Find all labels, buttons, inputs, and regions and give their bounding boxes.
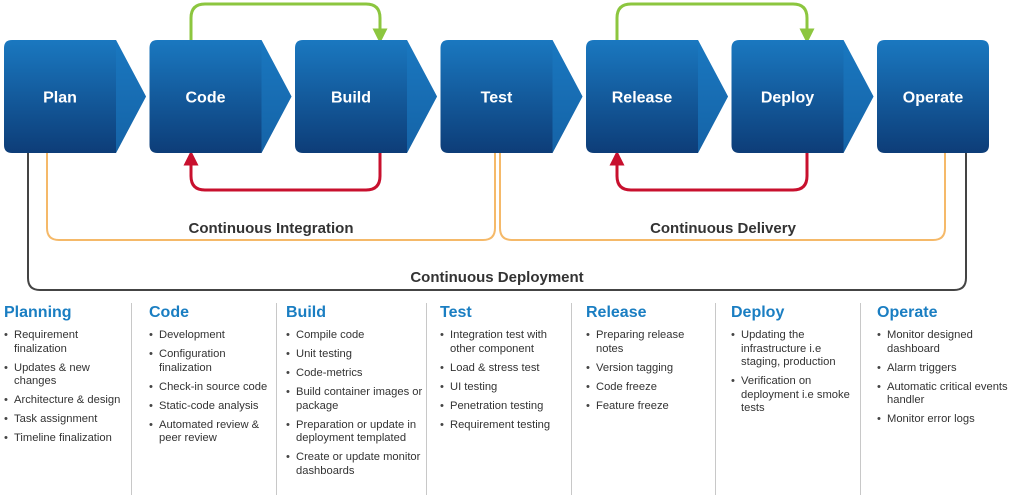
column-title: Operate (877, 304, 938, 321)
list-item: Compile code (286, 329, 424, 343)
column-items: Development Configuration finalization C… (149, 329, 274, 446)
column-title: Deploy (731, 304, 785, 321)
continuous-integration-label: Continuous Integration (189, 220, 354, 237)
stage-code: Code (149, 40, 292, 153)
list-item: Preparation or update in deployment temp… (286, 419, 424, 446)
list-item: Monitor designed dashboard (877, 329, 1022, 356)
column-title: Release (586, 304, 647, 321)
list-item: Verification on deployment i.e smoke tes… (731, 375, 859, 416)
column-title: Test (440, 304, 472, 321)
stage-arrow-tip (407, 40, 437, 153)
list-item: Penetration testing (440, 400, 569, 414)
list-item: Static-code analysis (149, 400, 274, 414)
stage-operate: Operate (877, 40, 989, 153)
list-item: Architecture & design (4, 394, 130, 408)
stage-label: Code (186, 90, 226, 107)
column-planning: Planning Requirement finalization Update… (0, 303, 130, 495)
stage-details: Planning Requirement finalization Update… (0, 303, 1024, 498)
release-deploy-forward-arrow (615, 2, 815, 44)
column-items: Compile code Unit testing Code-metrics B… (286, 329, 424, 478)
list-item: Integration test with other component (440, 329, 569, 356)
stage-plan: Plan (4, 40, 146, 153)
continuous-integration-bracket (46, 153, 496, 241)
stage-box (4, 40, 146, 153)
list-item: Code-metrics (286, 367, 424, 381)
stage-arrow-tip (843, 40, 874, 153)
list-item: Requirement testing (440, 419, 569, 433)
build-code-return-arrow (183, 150, 382, 192)
continuous-delivery-label: Continuous Delivery (650, 220, 797, 237)
continuous-delivery-bracket (499, 153, 946, 241)
code-build-forward-arrow (189, 2, 388, 44)
stage-box (149, 40, 292, 153)
list-item: Unit testing (286, 348, 424, 362)
column-items: Requirement finalization Updates & new c… (4, 329, 130, 446)
column-operate: Operate Monitor designed dashboard Alarm… (860, 303, 1022, 495)
stage-label: Operate (903, 90, 964, 107)
list-item: Preparing release notes (586, 329, 714, 356)
pipeline-stages: Plan Code Build Test Release Deploy Operate (4, 40, 989, 153)
list-item: Load & stress test (440, 362, 569, 376)
stage-test: Test (440, 40, 583, 153)
list-item: Timeline finalization (4, 432, 130, 446)
list-item: Updating the infrastructure i.e staging,… (731, 329, 859, 370)
continuous-deployment-bracket (27, 153, 967, 291)
column-items: Updating the infrastructure i.e staging,… (731, 329, 859, 416)
stage-arrow-tip (698, 40, 728, 153)
list-item: Code freeze (586, 381, 714, 395)
list-item: Create or update monitor dashboards (286, 451, 424, 478)
stage-box (440, 40, 583, 153)
devops-pipeline-diagram: Continuous Integration Continuous Delive… (4, 2, 989, 291)
list-item: Requirement finalization (4, 329, 130, 356)
list-item: Feature freeze (586, 400, 714, 414)
stage-box (877, 40, 989, 153)
list-item: Alarm triggers (877, 362, 1022, 376)
column-code: Code Development Configuration finalizat… (131, 303, 274, 495)
list-item: Version tagging (586, 362, 714, 376)
list-item: Monitor error logs (877, 413, 1022, 427)
column-release: Release Preparing release notes Version … (571, 303, 714, 495)
continuous-deployment-label: Continuous Deployment (410, 269, 583, 286)
column-title: Build (286, 304, 326, 321)
list-item: Check-in source code (149, 381, 274, 395)
stage-box (731, 40, 874, 153)
list-item: Task assignment (4, 413, 130, 427)
list-item: Automated review & peer review (149, 419, 274, 446)
list-item: Development (149, 329, 274, 343)
column-title: Code (149, 304, 189, 321)
column-items: Preparing release notes Version tagging … (586, 329, 714, 413)
stage-box (586, 40, 728, 153)
column-test: Test Integration test with other compone… (426, 303, 569, 495)
list-item: UI testing (440, 381, 569, 395)
list-item: Configuration finalization (149, 348, 274, 375)
column-deploy: Deploy Updating the infrastructure i.e s… (715, 303, 859, 495)
column-build: Build Compile code Unit testing Code-met… (276, 303, 424, 495)
stage-arrow-tip (552, 40, 583, 153)
column-title: Planning (4, 304, 72, 321)
stage-label: Deploy (761, 90, 814, 107)
list-item: Automatic critical events handler (877, 381, 1022, 408)
stage-label: Test (481, 90, 513, 107)
stage-label: Release (612, 90, 673, 107)
column-items: Integration test with other component Lo… (440, 329, 569, 432)
stage-release: Release (586, 40, 728, 153)
stage-box (295, 40, 437, 153)
stage-label: Plan (43, 90, 77, 107)
stage-deploy: Deploy (731, 40, 874, 153)
column-items: Monitor designed dashboard Alarm trigger… (877, 329, 1022, 427)
stage-build: Build (295, 40, 437, 153)
list-item: Updates & new changes (4, 362, 130, 389)
stage-label: Build (331, 90, 371, 107)
list-item: Build container images or package (286, 386, 424, 413)
stage-arrow-tip (261, 40, 292, 153)
stage-arrow-tip (116, 40, 146, 153)
deploy-release-return-arrow (609, 150, 809, 192)
